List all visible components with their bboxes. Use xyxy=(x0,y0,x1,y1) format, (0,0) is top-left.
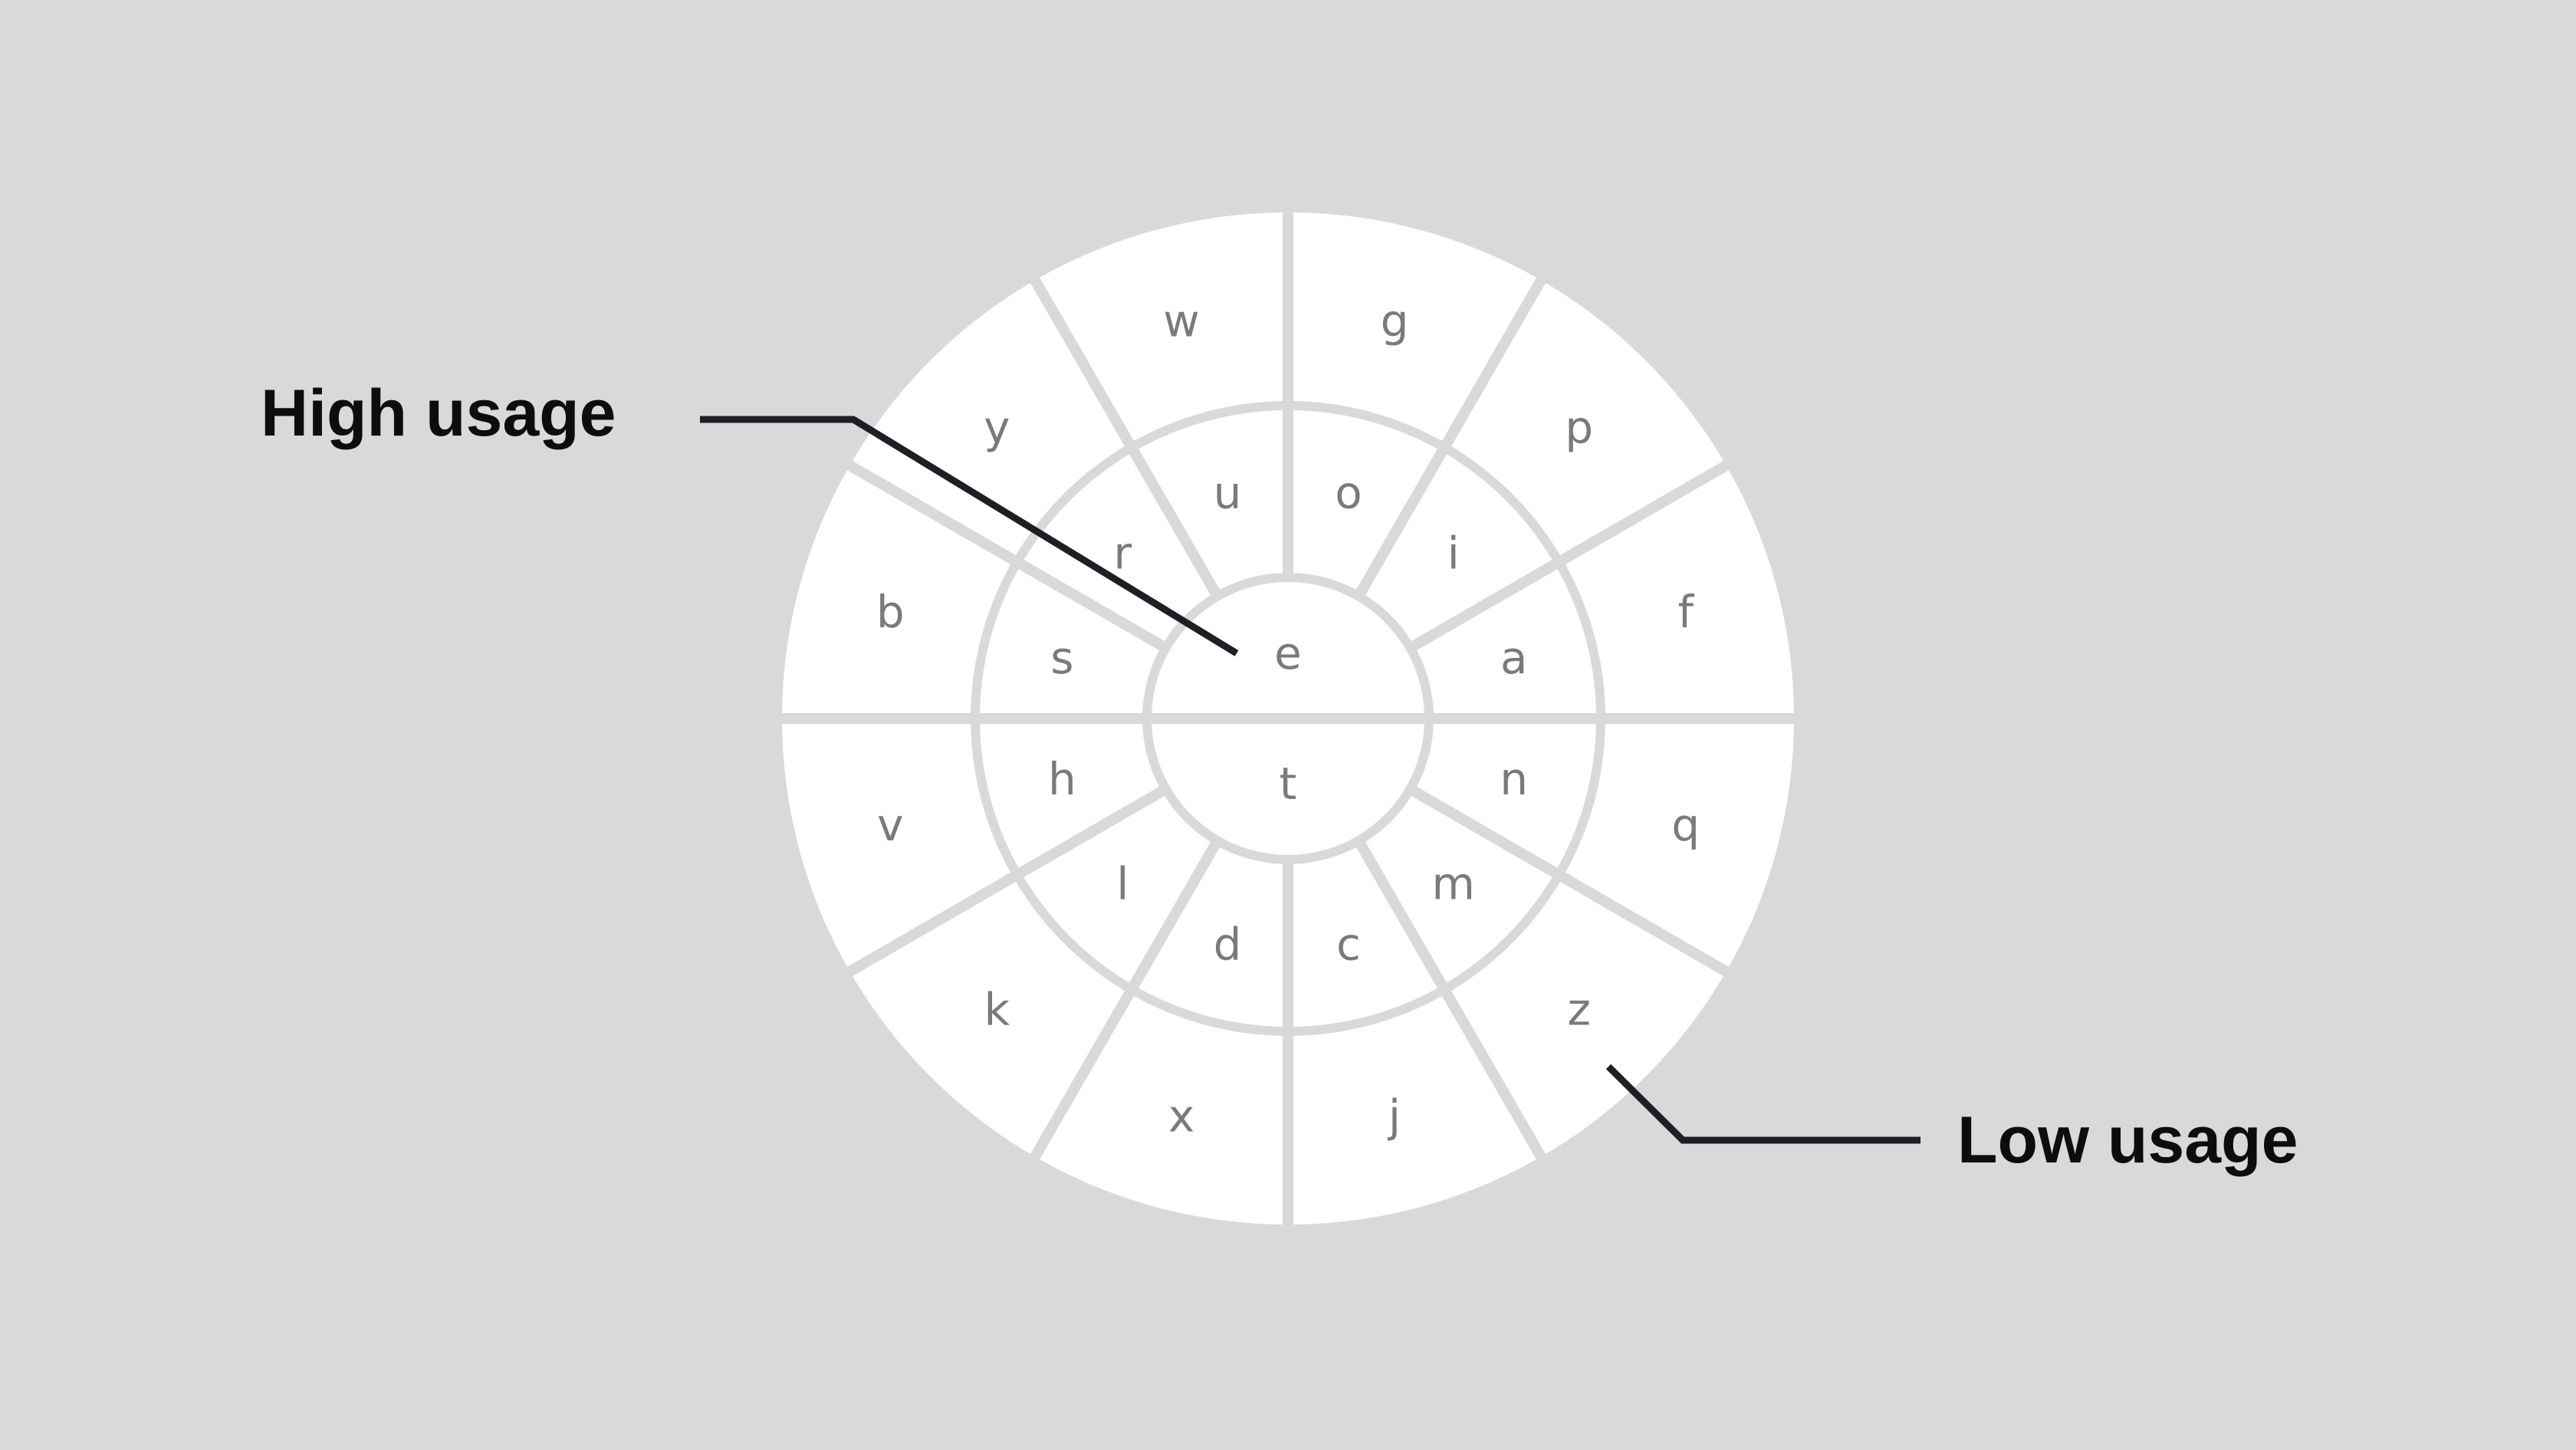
key-outer-11[interactable] xyxy=(1565,723,1794,967)
high-usage-label: High usage xyxy=(261,376,616,450)
key-outer-11-label: q xyxy=(1671,799,1700,851)
key-center-top-label: e xyxy=(1274,627,1302,679)
key-outer-8[interactable] xyxy=(1040,995,1283,1225)
key-middle-11[interactable] xyxy=(1416,723,1596,868)
key-middle-1[interactable] xyxy=(1365,454,1552,642)
key-outer-3-label: w xyxy=(1163,294,1199,347)
key-middle-0[interactable] xyxy=(1416,569,1596,714)
key-middle-8[interactable] xyxy=(1138,847,1283,1027)
key-middle-6-label: h xyxy=(1048,753,1076,805)
key-middle-8-label: d xyxy=(1214,919,1242,971)
key-middle-1-label: i xyxy=(1447,527,1460,579)
key-middle-9[interactable] xyxy=(1293,847,1438,1027)
key-outer-2[interactable] xyxy=(1293,212,1536,442)
key-outer-7-label: k xyxy=(984,984,1010,1036)
key-outer-3[interactable] xyxy=(1040,212,1283,442)
high-usage-leader-line xyxy=(700,416,1239,656)
key-center-bottom[interactable] xyxy=(1152,724,1424,855)
key-outer-7[interactable] xyxy=(852,882,1125,1155)
radial-keyboard: e t a i o u r s h l d c m n f p g w y b v k x j z q xyxy=(782,212,1794,1225)
key-middle-3-label: u xyxy=(1214,466,1242,518)
key-outer-6[interactable] xyxy=(782,723,1011,967)
key-middle-9-label: c xyxy=(1336,919,1361,971)
key-outer-5-label: b xyxy=(876,586,905,638)
key-middle-0-label: a xyxy=(1500,632,1528,684)
key-middle-4[interactable] xyxy=(1024,454,1211,642)
key-middle-2-label: o xyxy=(1335,466,1362,518)
key-outer-5[interactable] xyxy=(782,470,1011,714)
key-center-bottom-label: t xyxy=(1280,758,1297,810)
key-middle-7[interactable] xyxy=(1024,795,1211,983)
key-outer-4[interactable] xyxy=(852,282,1125,555)
key-middle-5-label: s xyxy=(1050,632,1073,684)
key-outer-8-label: x xyxy=(1168,1090,1194,1143)
key-middle-10-label: m xyxy=(1431,858,1475,910)
key-middle-2[interactable] xyxy=(1293,410,1438,590)
key-middle-10[interactable] xyxy=(1365,795,1552,983)
key-middle-4-label: r xyxy=(1113,527,1132,579)
key-outer-10-label: z xyxy=(1567,984,1590,1036)
key-middle-11-label: n xyxy=(1500,753,1528,805)
key-middle-6[interactable] xyxy=(980,723,1160,868)
key-outer-6-label: v xyxy=(877,799,903,851)
key-center-top[interactable] xyxy=(1152,582,1424,713)
key-outer-1[interactable] xyxy=(1451,282,1724,555)
key-outer-0-label: f xyxy=(1677,586,1694,638)
key-middle-5[interactable] xyxy=(980,569,1160,714)
key-outer-1-label: p xyxy=(1565,401,1593,453)
key-middle-7-label: l xyxy=(1116,858,1129,910)
key-outer-0[interactable] xyxy=(1565,470,1794,714)
key-middle-3[interactable] xyxy=(1138,410,1283,590)
low-usage-leader-line xyxy=(1605,1064,1921,1144)
key-outer-9[interactable] xyxy=(1293,995,1536,1225)
key-outer-4-label: y xyxy=(984,401,1010,453)
key-outer-9-label: j xyxy=(1387,1090,1401,1143)
low-usage-label: Low usage xyxy=(1957,1103,2298,1177)
key-outer-2-label: g xyxy=(1381,294,1409,347)
key-outer-10[interactable] xyxy=(1451,882,1724,1155)
